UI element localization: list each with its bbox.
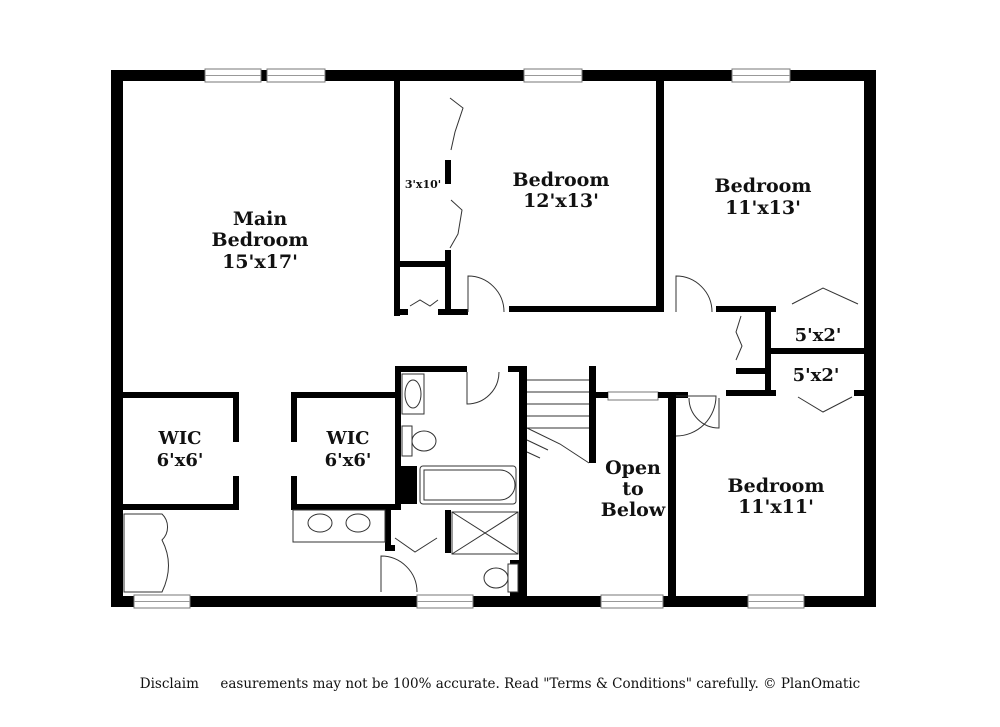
bedroom-top-center-name: Bedroom xyxy=(513,169,610,191)
main-bedroom-name-line2: Bedroom xyxy=(212,229,309,251)
disclaimer-text: Disclaim easurements may not be 100% acc… xyxy=(139,676,861,692)
bedroom-top-center-size: 12'x13' xyxy=(523,190,599,212)
interior-walls xyxy=(111,81,876,607)
bath-fixtures xyxy=(123,373,519,593)
closet-small-upper-size: 5'x2' xyxy=(795,325,842,346)
room-labels: Main Bedroom 15'x17' Bedroom 12'x13' Bed… xyxy=(157,169,842,521)
wic-right-size: 6'x6' xyxy=(325,450,372,471)
bedroom-bottom-right-size: 11'x11' xyxy=(738,496,814,518)
stairs xyxy=(526,379,590,464)
open-to-below-line2: to xyxy=(622,478,643,500)
window-lines xyxy=(134,75,804,602)
exterior-walls xyxy=(111,70,876,607)
wic-right-name: WIC xyxy=(326,428,370,449)
closet-narrow-size: 3'x10' xyxy=(405,178,441,191)
wic-left-name: WIC xyxy=(158,428,202,449)
closet-small-lower-size: 5'x2' xyxy=(793,365,840,386)
wic-left-size: 6'x6' xyxy=(157,450,204,471)
main-bedroom-name-line1: Main xyxy=(233,208,288,230)
bedroom-bottom-right-name: Bedroom xyxy=(728,475,825,497)
bedroom-top-right-name: Bedroom xyxy=(715,175,812,197)
open-to-below-line1: Open xyxy=(605,457,661,479)
bedroom-top-right-size: 11'x13' xyxy=(725,197,801,219)
open-to-below-line3: Below xyxy=(601,499,666,521)
doors xyxy=(380,97,859,593)
main-bedroom-size: 15'x17' xyxy=(222,251,298,273)
